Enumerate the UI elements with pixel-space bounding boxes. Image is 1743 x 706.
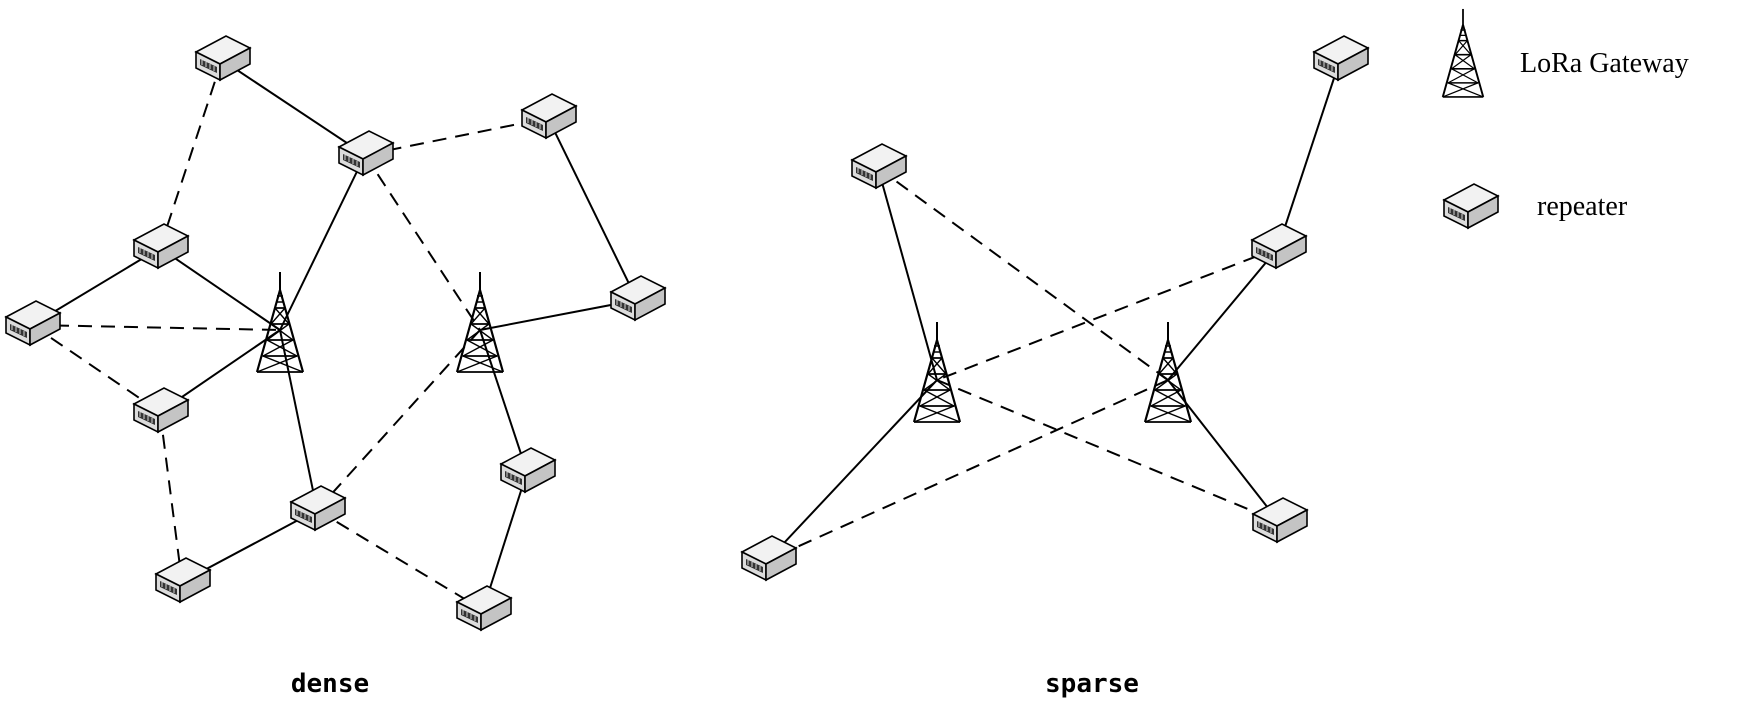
link-dashed bbox=[364, 154, 481, 331]
link-dashed bbox=[364, 117, 549, 156]
link-solid bbox=[1277, 59, 1341, 249]
sparse-nodes bbox=[741, 35, 1369, 581]
repeater-box-icon bbox=[741, 535, 797, 581]
repeater-box-icon bbox=[155, 557, 211, 603]
sparse-network-panel: sparse bbox=[741, 35, 1369, 699]
repeater-box-icon bbox=[456, 585, 512, 631]
link-solid bbox=[279, 154, 366, 331]
repeater-box-icon bbox=[1251, 223, 1307, 269]
sparse-caption: sparse bbox=[1045, 669, 1139, 699]
link-solid bbox=[547, 117, 638, 301]
link-solid bbox=[159, 247, 281, 331]
link-dashed bbox=[159, 411, 183, 583]
legend-repeater-entry: repeater bbox=[1443, 183, 1628, 229]
link-dashed bbox=[31, 324, 281, 331]
legend: LoRa Gateway repeater bbox=[1441, 7, 1689, 229]
link-solid bbox=[877, 167, 938, 381]
legend-repeater-label: repeater bbox=[1537, 191, 1628, 222]
link-solid bbox=[221, 59, 366, 156]
link-dashed bbox=[159, 59, 223, 249]
gateway-tower-icon bbox=[912, 320, 962, 424]
sparse-links bbox=[767, 59, 1341, 561]
dense-nodes bbox=[5, 35, 666, 631]
link-dashed bbox=[767, 379, 1169, 561]
repeater-box-icon bbox=[610, 275, 666, 321]
repeater-box-icon bbox=[338, 130, 394, 176]
dense-caption: dense bbox=[291, 669, 369, 699]
link-solid bbox=[767, 379, 938, 561]
repeater-box-icon bbox=[500, 447, 556, 493]
link-dashed bbox=[877, 167, 1169, 381]
repeater-box-icon bbox=[521, 93, 577, 139]
repeater-box-icon bbox=[1313, 35, 1369, 81]
link-solid bbox=[479, 329, 528, 473]
gateway-tower-icon bbox=[1143, 320, 1193, 424]
link-dashed bbox=[31, 324, 161, 413]
link-dashed bbox=[936, 379, 1280, 523]
legend-gateway-label: LoRa Gateway bbox=[1520, 48, 1689, 79]
repeater-box-icon bbox=[133, 387, 189, 433]
gateway-tower-icon bbox=[255, 270, 305, 374]
repeater-box-icon bbox=[1252, 497, 1308, 543]
repeater-box-icon bbox=[1443, 183, 1499, 229]
dense-network-panel: dense bbox=[5, 35, 666, 699]
repeater-box-icon bbox=[290, 485, 346, 531]
gateway-tower-icon bbox=[455, 270, 505, 374]
link-dashed bbox=[316, 509, 484, 611]
link-dashed bbox=[936, 247, 1279, 381]
dense-links bbox=[31, 59, 638, 611]
gateway-tower-icon bbox=[1441, 7, 1485, 98]
link-dashed bbox=[316, 329, 481, 511]
legend-gateway-entry: LoRa Gateway bbox=[1441, 7, 1689, 98]
link-solid bbox=[1167, 247, 1279, 381]
